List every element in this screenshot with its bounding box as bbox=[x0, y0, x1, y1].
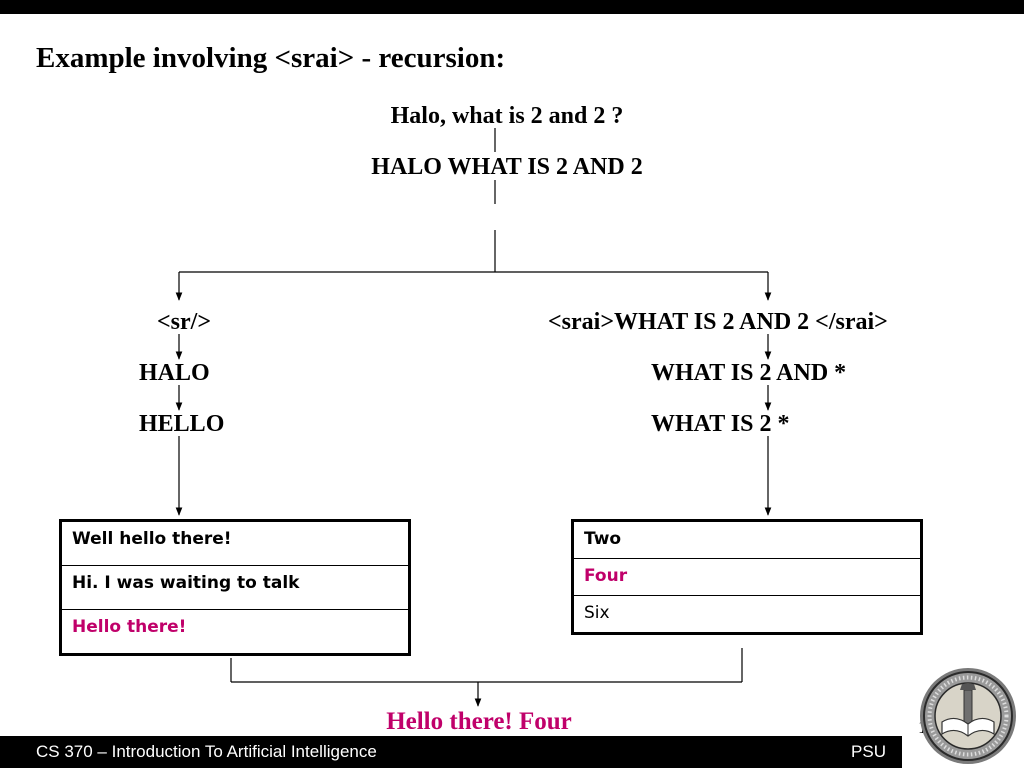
right-step-what-is-2: WHAT IS 2 * bbox=[651, 411, 790, 437]
right-branch-tag: <srai>WHAT IS 2 AND 2 </srai> bbox=[548, 309, 888, 335]
footer-bar: CS 370 – Introduction To Artificial Inte… bbox=[0, 736, 902, 768]
right-step-what-is-2-and: WHAT IS 2 AND * bbox=[651, 360, 847, 386]
table-row: Two bbox=[572, 520, 922, 559]
response-cell: Two bbox=[572, 520, 922, 559]
left-branch-tag: <sr/> bbox=[157, 309, 212, 335]
table-row: Well hello there! bbox=[60, 520, 410, 566]
footer-org: PSU bbox=[851, 742, 886, 761]
right-response-table: Two Four Six bbox=[571, 519, 923, 635]
table-row: Four bbox=[572, 558, 922, 596]
university-seal-icon bbox=[920, 668, 1016, 764]
response-cell: Hi. I was waiting to talk bbox=[60, 565, 410, 610]
response-cell-selected: Four bbox=[572, 558, 922, 596]
response-cell: Six bbox=[572, 595, 922, 634]
table-row: Hi. I was waiting to talk bbox=[60, 565, 410, 610]
top-bar bbox=[0, 0, 1024, 14]
result-text: Hello there! Four bbox=[386, 708, 572, 735]
response-cell-selected: Hello there! bbox=[60, 609, 410, 655]
response-cell: Well hello there! bbox=[60, 520, 410, 566]
left-step-hello: HELLO bbox=[139, 411, 225, 437]
left-response-table: Well hello there! Hi. I was waiting to t… bbox=[59, 519, 411, 656]
table-row: Six bbox=[572, 595, 922, 634]
slide-title: Example involving <srai> - recursion: bbox=[36, 42, 506, 74]
input-sentence: Halo, what is 2 and 2 ? bbox=[390, 103, 624, 129]
normalized-input: HALO WHAT IS 2 AND 2 bbox=[371, 154, 643, 180]
table-row: Hello there! bbox=[60, 609, 410, 655]
footer-course: CS 370 – Introduction To Artificial Inte… bbox=[36, 742, 377, 761]
left-step-halo: HALO bbox=[139, 360, 210, 386]
